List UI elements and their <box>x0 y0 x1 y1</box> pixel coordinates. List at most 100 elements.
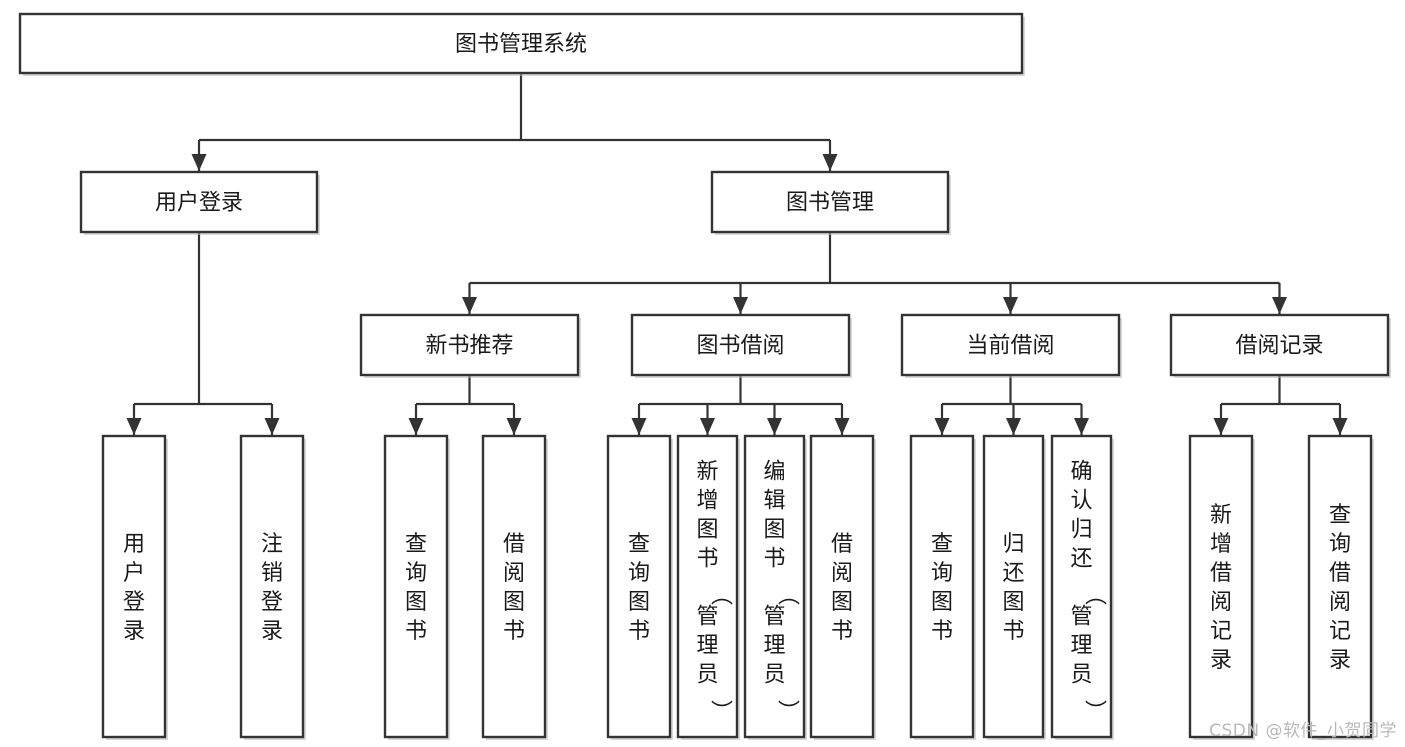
node-label-char: 书 <box>931 619 953 644</box>
node-label-char: 还 <box>1002 561 1024 586</box>
arrowhead-icon <box>1272 297 1287 314</box>
node-label-char: 增 <box>1210 532 1232 557</box>
node-label-char: 记 <box>1329 619 1351 644</box>
node-label-char: 图 <box>628 590 650 615</box>
node-current-borrow[interactable]: 当前借阅 <box>900 313 1122 378</box>
node-label-char: 书 <box>503 619 525 644</box>
node-label-char: 理 <box>696 634 718 659</box>
node-label-char: 图 <box>696 518 718 543</box>
arrowhead-icon <box>934 418 950 435</box>
node-book-borrow[interactable]: 图书借阅 <box>630 313 852 378</box>
arrowhead-icon <box>462 297 477 314</box>
node-label-char: 户 <box>123 561 145 586</box>
arrowhead-icon <box>733 297 748 314</box>
node-label-char: 管 <box>696 605 718 630</box>
node-label-char: 认 <box>1070 489 1092 514</box>
node-label-char: 询 <box>931 561 953 586</box>
node-label-char: 增 <box>696 489 718 514</box>
node-layer: 图书管理系统用户登录图书管理新书推荐图书借阅当前借阅借阅记录用户登录注销登录查询… <box>18 12 1391 740</box>
connector-from-book-manage <box>462 232 1287 314</box>
connector-from-new-book-rec <box>408 375 522 435</box>
node-label-char: 新 <box>696 460 718 485</box>
arrowhead-icon <box>1213 418 1229 435</box>
node-label-char: 编 <box>763 460 785 485</box>
node-label-char: 管 <box>763 605 785 630</box>
node-label-char: 阅 <box>503 561 525 586</box>
node-borrow-record[interactable]: 借阅记录 <box>1169 313 1391 378</box>
node-label-char: 书 <box>1002 619 1024 644</box>
node-label-char: 书 <box>405 619 427 644</box>
arrowhead-icon <box>834 418 850 435</box>
node-label-char: 员 <box>1070 663 1092 688</box>
node-label-char: 图 <box>763 518 785 543</box>
node-label-char: 注 <box>261 532 283 557</box>
node-label-char: 新 <box>1210 503 1232 528</box>
node-label-char: 书 <box>696 547 718 572</box>
node-label-char: 员 <box>763 663 785 688</box>
node-label-char: 用 <box>123 532 145 557</box>
node-label-char: 归 <box>1070 518 1092 543</box>
arrowhead-icon <box>1332 418 1348 435</box>
arrowhead-icon <box>1003 297 1018 314</box>
node-label-char: 询 <box>628 561 650 586</box>
node-label-char: ） <box>1082 699 1107 721</box>
node-label-char: ） <box>708 699 733 721</box>
node-label: 图书管理 <box>786 191 874 216</box>
node-book-manage[interactable]: 图书管理 <box>710 170 951 235</box>
node-label-char: 理 <box>763 634 785 659</box>
node-leaf-user-login[interactable]: 用户登录 <box>101 434 168 740</box>
arrowhead-icon <box>191 154 207 171</box>
arrowhead-icon <box>1006 418 1021 435</box>
node-label-char: 书 <box>763 547 785 572</box>
node-label-char: 图 <box>931 590 953 615</box>
node-label-char: 借 <box>1329 561 1351 586</box>
node-label-char: 借 <box>503 532 525 557</box>
node-user-login[interactable]: 用户登录 <box>79 170 320 235</box>
node-label-char: 书 <box>628 619 650 644</box>
node-label-char: 图 <box>831 590 853 615</box>
connector-from-current-borrow <box>934 375 1089 435</box>
node-label: 用户登录 <box>155 191 243 216</box>
node-label-char: 录 <box>123 619 145 644</box>
node-label-char: 记 <box>1210 619 1232 644</box>
node-root[interactable]: 图书管理系统 <box>18 12 1025 76</box>
arrowhead-icon <box>767 418 782 435</box>
node-label-char: 确 <box>1070 460 1092 485</box>
node-label-char: 借 <box>831 532 853 557</box>
node-label-char: 录 <box>1329 648 1351 673</box>
node-label: 图书管理系统 <box>455 32 587 57</box>
node-label-char: 阅 <box>831 561 853 586</box>
node-new-book-rec[interactable]: 新书推荐 <box>359 313 581 378</box>
connector-from-book-borrow <box>631 375 850 435</box>
node-label-char: 销 <box>261 561 283 586</box>
connector-layer <box>126 73 1348 435</box>
node-label-char: 阅 <box>1210 590 1232 615</box>
node-label-char: （ <box>775 583 800 605</box>
node-label-char: 借 <box>1210 561 1232 586</box>
node-label: 借阅记录 <box>1235 334 1323 359</box>
node-label-char: 书 <box>831 619 853 644</box>
node-label: 当前借阅 <box>966 334 1054 359</box>
node-label-char: 还 <box>1070 547 1092 572</box>
arrowhead-icon <box>1074 418 1089 435</box>
node-label-char: 登 <box>261 590 283 615</box>
arrowhead-icon <box>700 418 715 435</box>
node-label-char: 查 <box>1329 503 1351 528</box>
node-label-char: 图 <box>405 590 427 615</box>
node-label-char: 查 <box>405 532 427 557</box>
node-label-char: 登 <box>123 590 145 615</box>
